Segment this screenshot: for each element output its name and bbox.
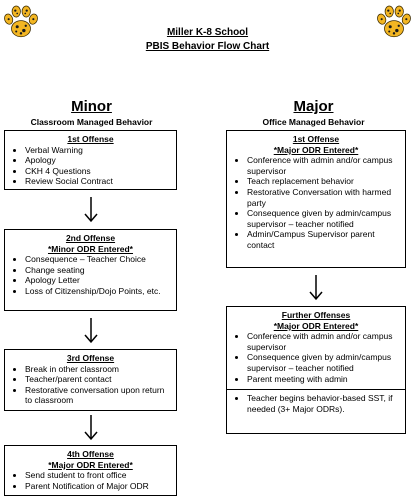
- list-item: Consequence given by admin/campus superv…: [247, 352, 399, 373]
- list-item: Restorative Conversation with harmed par…: [247, 187, 399, 208]
- minor-heading: Minor: [71, 98, 112, 115]
- minor-fourth-offense-box: 4th Offense *Major ODR Entered* Send stu…: [4, 445, 177, 496]
- list-item: Teacher/parent contact: [25, 374, 170, 385]
- major-further-offenses-box: Further Offenses *Major ODR Entered* Con…: [226, 306, 406, 434]
- box-title: 4th Offense: [67, 449, 114, 459]
- list-item: Admin/Campus Supervisor parent contact: [247, 229, 399, 250]
- minor-column-header: Minor Classroom Managed Behavior: [4, 98, 179, 127]
- school-name: Miller K-8 School: [166, 27, 249, 38]
- list-item: CKH 4 Questions: [25, 166, 170, 177]
- odr-note: *Major ODR Entered*: [273, 144, 359, 155]
- list-item: Parent Notification of Major ODR: [25, 481, 170, 492]
- minor-subheading: Classroom Managed Behavior: [30, 117, 153, 127]
- list-item: Teach replacement behavior: [247, 176, 399, 187]
- down-arrow-icon: [84, 415, 98, 441]
- box-title: 1st Offense: [292, 134, 340, 144]
- list-item: Verbal Warning: [25, 145, 170, 156]
- odr-note: *Major ODR Entered*: [48, 459, 133, 470]
- minor-first-offense-box: 1st Offense Verbal Warning Apology CKH 4…: [4, 130, 177, 190]
- list-item: Send student to front office: [25, 470, 170, 481]
- list-item: Consequence – Teacher Choice: [25, 254, 170, 265]
- major-subheading: Office Managed Behavior: [262, 117, 365, 127]
- box-title: 2nd Offense: [65, 233, 116, 243]
- list-item: Loss of Citizenship/Dojo Points, etc.: [25, 286, 170, 297]
- down-arrow-icon: [84, 197, 98, 223]
- minor-second-offense-box: 2nd Offense *Minor ODR Entered* Conseque…: [4, 229, 177, 311]
- box-title: 1st Offense: [67, 134, 114, 144]
- list-item: Change seating: [25, 265, 170, 276]
- list-item: Apology Letter: [25, 275, 170, 286]
- list-item: Conference with admin and/or campus supe…: [247, 155, 399, 176]
- list-item: Parent meeting with admin: [247, 374, 399, 385]
- major-first-offense-box: 1st Offense *Major ODR Entered* Conferen…: [226, 130, 406, 268]
- box-title: Further Offenses: [281, 310, 351, 320]
- odr-note: *Minor ODR Entered*: [47, 243, 133, 254]
- list-item: Conference with admin and/or campus supe…: [247, 331, 399, 352]
- list-item: Review Social Contract: [25, 176, 170, 187]
- paw-print-icon: [377, 5, 411, 38]
- list-item: Restorative conversation upon return to …: [25, 385, 170, 406]
- section-divider: [227, 389, 405, 391]
- major-column-header: Major Office Managed Behavior: [226, 98, 401, 127]
- chart-title: PBIS Behavior Flow Chart: [145, 41, 270, 52]
- odr-note: *Major ODR Entered*: [273, 320, 359, 331]
- paw-print-icon: [4, 5, 38, 38]
- list-item: Apology: [25, 155, 170, 166]
- down-arrow-icon: [84, 318, 98, 344]
- box-title: 3rd Offense: [66, 353, 115, 363]
- minor-third-offense-box: 3rd Offense Break in other classroom Tea…: [4, 349, 177, 411]
- major-heading: Major: [293, 98, 334, 115]
- down-arrow-icon: [309, 275, 323, 301]
- list-item: Consequence given by admin/campus superv…: [247, 208, 399, 229]
- list-item: Break in other classroom: [25, 364, 170, 375]
- list-item: Teacher begins behavior-based SST, if ne…: [247, 393, 399, 414]
